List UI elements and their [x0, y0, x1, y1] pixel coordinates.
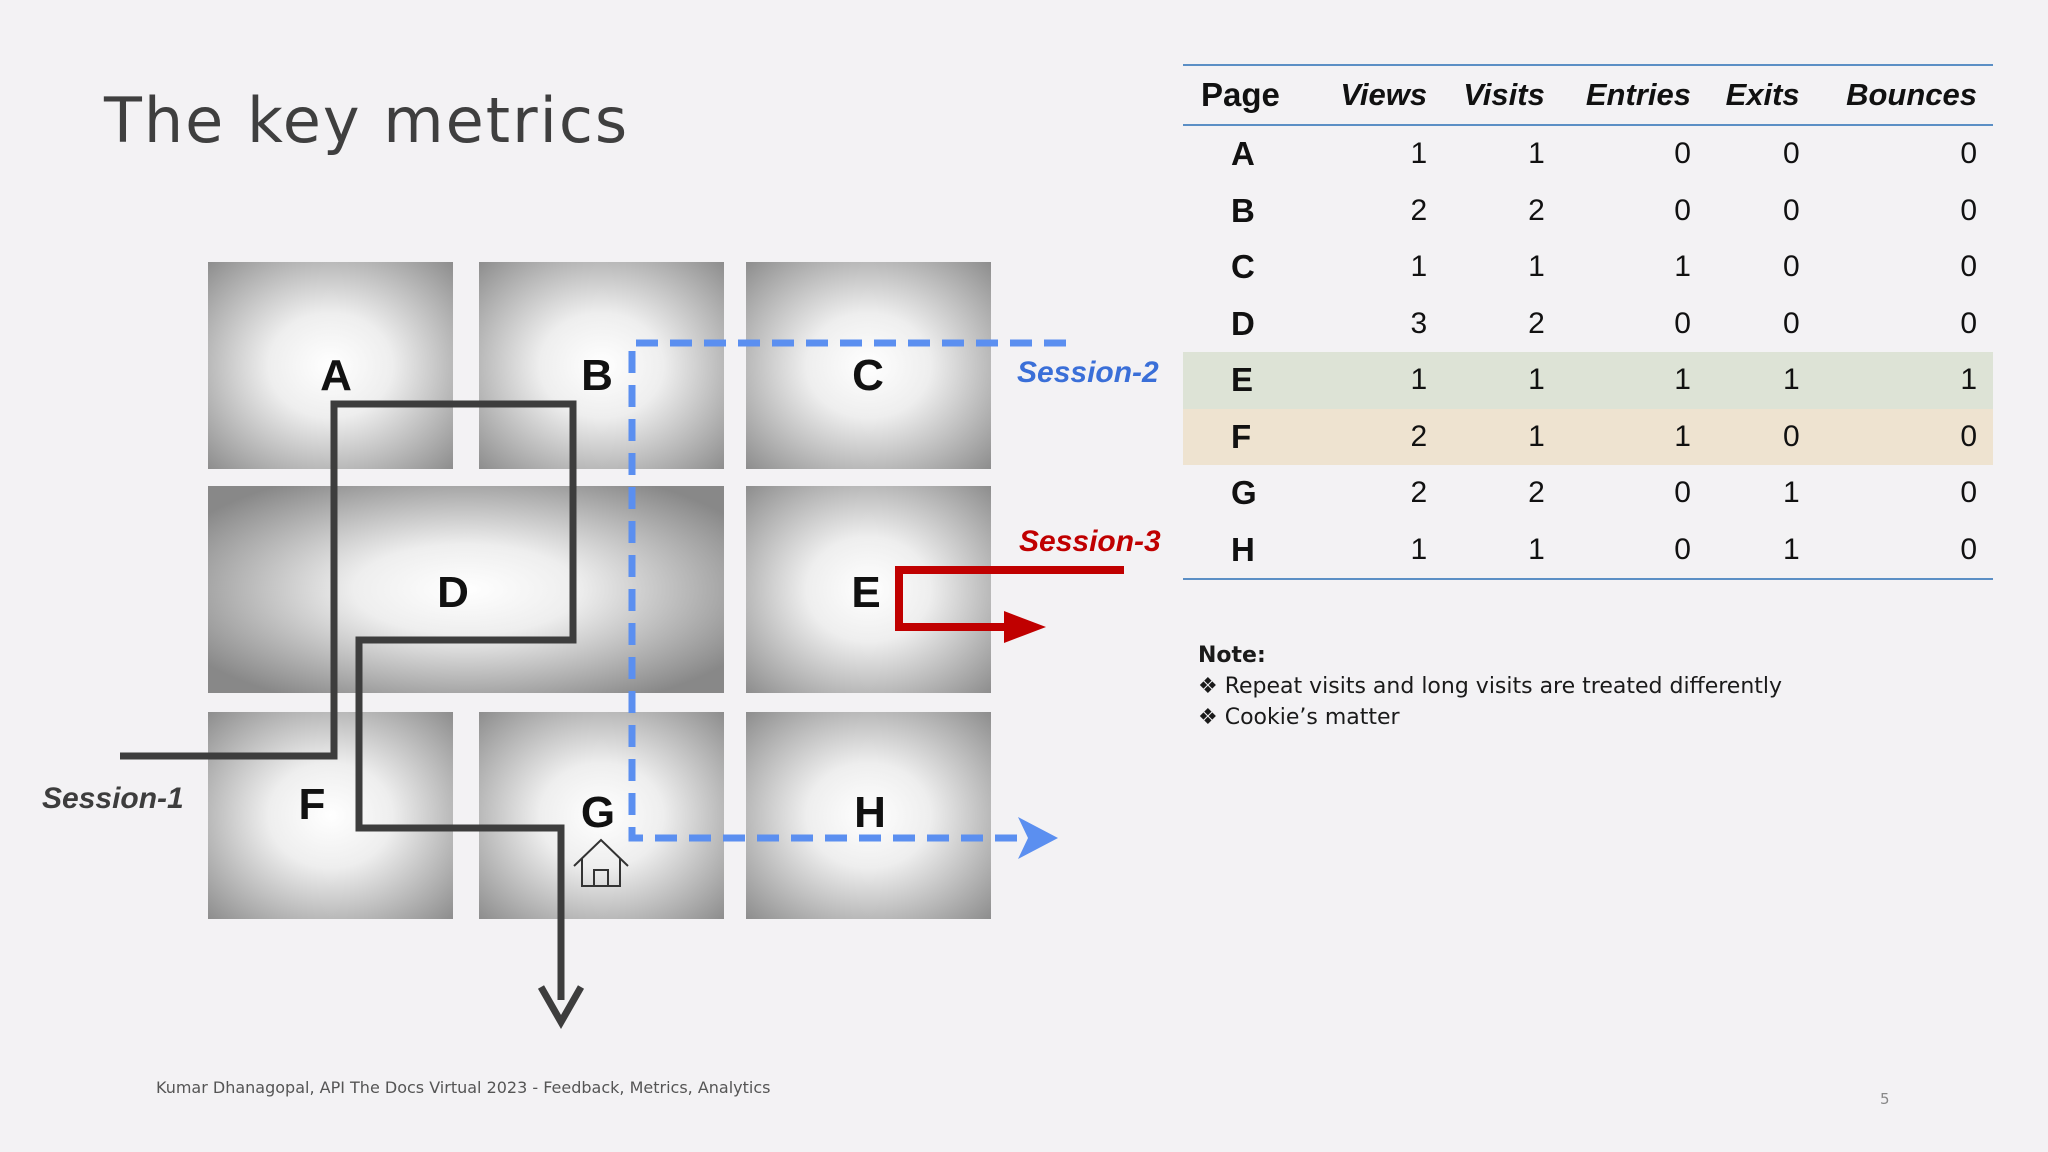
page-box-c [746, 262, 991, 469]
cell-views: 1 [1410, 137, 1428, 171]
page-letter-c: C [852, 351, 884, 400]
cell-bounces: 0 [1960, 532, 1977, 566]
table-row: C 1 1 1 0 0 [1183, 239, 1993, 296]
cell-entries: 0 [1674, 306, 1691, 340]
header-visits: Visits [1463, 77, 1545, 112]
note-block: Note: ❖ Repeat visits and long visits ar… [1198, 640, 1782, 733]
note-item: ❖ Cookie’s matter [1198, 705, 1400, 730]
table-row-highlighted-e: E 1 1 1 1 1 [1183, 352, 1993, 409]
cell-views: 2 [1319, 408, 1444, 465]
cell-bounces: 0 [1960, 193, 1977, 227]
page-letter-a: A [320, 351, 352, 400]
page-letter-b: B [581, 351, 613, 400]
cell-visits: 2 [1528, 306, 1545, 340]
cell-exits: 0 [1706, 408, 1816, 465]
cell-views: 3 [1410, 306, 1428, 340]
session-flow-diagram: A B C D E F G H Session-1 Session-2 Sess… [42, 262, 1161, 1030]
cell-page: H [1231, 530, 1255, 568]
header-entries: Entries [1585, 77, 1691, 112]
page-letter-g: G [581, 788, 615, 837]
table-row: G 2 2 0 1 0 [1183, 465, 1993, 522]
header-page: Page [1201, 76, 1280, 113]
page-letter-f: F [299, 780, 326, 829]
page-box-h [746, 712, 991, 919]
cell-page: G [1231, 474, 1257, 512]
page-letter-h: H [854, 788, 886, 837]
cell-bounces: 0 [1960, 476, 1977, 510]
cell-bounces: 0 [1960, 306, 1977, 340]
cell-entries: 0 [1674, 137, 1691, 171]
session-3-label: Session-3 [1019, 525, 1161, 558]
cell-views: 1 [1410, 250, 1428, 284]
cell-exits: 0 [1783, 193, 1800, 227]
slide-title: The key metrics [104, 84, 630, 157]
session-1-path [120, 400, 577, 1000]
cell-page: E [1183, 352, 1320, 409]
cell-entries: 1 [1560, 352, 1707, 409]
cell-views: 2 [1410, 476, 1428, 510]
cell-exits: 1 [1783, 532, 1800, 566]
cell-bounces: 0 [1960, 137, 1977, 171]
cell-exits: 0 [1783, 306, 1800, 340]
table-row-highlighted-f: F 2 1 1 0 0 [1183, 408, 1993, 465]
cell-views: 1 [1319, 352, 1444, 409]
cell-entries: 1 [1674, 250, 1691, 284]
cell-visits: 1 [1528, 137, 1545, 171]
cell-visits: 1 [1443, 352, 1561, 409]
session-2-arrowhead [1018, 817, 1058, 859]
page-letter-e: E [851, 568, 880, 617]
session-3-path [895, 566, 1124, 631]
session-3-arrowhead [1004, 611, 1046, 643]
page-box-b [479, 262, 724, 469]
cell-page: C [1231, 248, 1255, 286]
session-1-arrowhead [537, 985, 585, 1030]
cell-page: B [1231, 191, 1255, 229]
cell-bounces: 0 [1960, 250, 1977, 284]
cell-bounces: 0 [1815, 408, 1993, 465]
table-header-row: Page Views Visits Entries Exits Bounces [1183, 65, 1993, 125]
page-box-e [746, 486, 991, 693]
cell-views: 2 [1410, 193, 1428, 227]
cell-page: A [1231, 135, 1255, 173]
cell-exits: 0 [1783, 250, 1800, 284]
cell-visits: 1 [1528, 532, 1545, 566]
cell-page: D [1231, 304, 1255, 342]
table-row: H 1 1 0 1 0 [1183, 522, 1993, 579]
cell-views: 1 [1410, 532, 1428, 566]
session-2-path [628, 339, 1066, 842]
cell-visits: 1 [1528, 250, 1545, 284]
header-exits: Exits [1725, 77, 1800, 112]
cell-bounces: 1 [1815, 352, 1993, 409]
table-row: A 1 1 0 0 0 [1183, 125, 1993, 183]
metrics-table: Page Views Visits Entries Exits Bounces … [1183, 64, 1993, 580]
note-title: Note: [1198, 643, 1266, 668]
cell-exits: 1 [1783, 476, 1800, 510]
cell-visits: 2 [1528, 193, 1545, 227]
table-row: B 2 2 0 0 0 [1183, 183, 1993, 240]
cell-visits: 2 [1528, 476, 1545, 510]
cell-visits: 1 [1443, 408, 1561, 465]
home-icon [573, 838, 629, 887]
note-item: ❖ Repeat visits and long visits are trea… [1198, 674, 1783, 699]
cell-entries: 1 [1560, 408, 1707, 465]
table-row: D 3 2 0 0 0 [1183, 296, 1993, 353]
cell-entries: 0 [1674, 476, 1691, 510]
header-views: Views [1340, 77, 1428, 112]
cell-entries: 0 [1674, 193, 1691, 227]
cell-exits: 0 [1783, 137, 1800, 171]
page-letter-d: D [437, 568, 469, 617]
footer-text: Kumar Dhanagopal, API The Docs Virtual 2… [156, 1078, 771, 1097]
session-1-label: Session-1 [42, 782, 184, 815]
header-bounces: Bounces [1846, 77, 1977, 112]
page-box-g [479, 712, 724, 919]
cell-entries: 0 [1674, 532, 1691, 566]
session-2-label: Session-2 [1017, 356, 1159, 389]
page-number: 5 [1880, 1090, 1890, 1108]
cell-page: F [1183, 408, 1320, 465]
cell-exits: 1 [1706, 352, 1816, 409]
page-box-d [208, 486, 724, 693]
